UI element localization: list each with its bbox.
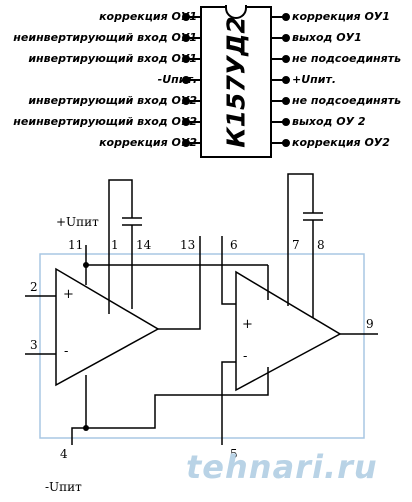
opamp1-minus-sign: -: [64, 344, 69, 359]
wire-pin1: [108, 179, 133, 314]
pin-14-label: 14: [136, 238, 152, 252]
left-pin-label: неинвертирующий вход ОУ2: [13, 115, 197, 128]
vplus-label: +Uпит: [56, 215, 99, 229]
right-pin-3-dot: [282, 55, 290, 63]
left-pin-3-dot: [182, 55, 190, 63]
pin-7-label: 7: [292, 238, 300, 252]
left-pin-label: коррекция ОУ2: [99, 136, 197, 149]
left-pin-1-dot: [182, 13, 190, 21]
opamp1-triangle: [55, 267, 160, 387]
pin-2-label: 2: [30, 280, 38, 294]
right-pin-label: коррекция ОУ1: [292, 10, 390, 23]
right-pin-1-dot: [282, 13, 290, 21]
pin-5-label: 5: [230, 447, 238, 461]
right-pin-label: +Uпит.: [292, 73, 337, 86]
pin-3-label: 3: [30, 338, 38, 352]
junction-vplus: [83, 262, 89, 268]
right-pin-label: не подсоединять: [292, 94, 402, 107]
ic-notch: [225, 5, 247, 19]
right-pin-label: выход ОУ1: [292, 31, 362, 44]
wire-op1-out: [158, 236, 201, 330]
watermark: tehnari.ru: [186, 448, 378, 486]
pin-4-label: 4: [60, 447, 68, 461]
right-pin-4-dot: [282, 76, 290, 84]
left-pin-5-dot: [182, 97, 190, 105]
left-pin-7-dot: [182, 139, 190, 147]
wire-vminus-op2: [86, 367, 269, 429]
left-pin-label: -Uпит.: [157, 73, 197, 86]
right-pin-6-dot: [282, 118, 290, 126]
package-frame: [39, 253, 365, 439]
wire-pin5: [221, 361, 236, 445]
left-pin-label: неинвертирующий вход ОУ1: [13, 31, 197, 44]
vminus-label: -Uпит: [45, 480, 82, 494]
right-pin-5-dot: [282, 97, 290, 105]
pin-13-label: 13: [180, 238, 196, 252]
wire-pin7: [287, 173, 314, 306]
pin-11-label: 11: [68, 238, 84, 252]
wire-vminus: [71, 375, 87, 445]
right-pin-7-dot: [282, 139, 290, 147]
pin-9-label: 9: [366, 317, 374, 331]
opamp2-plus-sign: +: [242, 317, 253, 332]
left-pin-6-dot: [182, 118, 190, 126]
left-pin-2-dot: [182, 34, 190, 42]
left-pin-label: коррекция ОУ1: [99, 10, 197, 23]
left-pin-label: инвертирующий вход ОУ2: [28, 94, 197, 107]
wire-pin6: [221, 236, 236, 305]
ic-package: [200, 6, 272, 158]
right-pin-2-dot: [282, 34, 290, 42]
right-pin-label: коррекция ОУ2: [292, 136, 390, 149]
left-pin-label: инвертирующий вход ОУ1: [28, 52, 197, 65]
right-pin-label: не подсоединять: [292, 52, 402, 65]
pin-1-label: 1: [111, 238, 119, 252]
pin-8-label: 8: [317, 238, 325, 252]
junction-vminus: [83, 425, 89, 431]
pin-6-label: 6: [230, 238, 238, 252]
opamp2-minus-sign: -: [243, 349, 248, 364]
opamp1-plus-sign: +: [63, 287, 74, 302]
right-pin-label: выход ОУ 2: [292, 115, 366, 128]
left-pin-4-dot: [182, 76, 190, 84]
